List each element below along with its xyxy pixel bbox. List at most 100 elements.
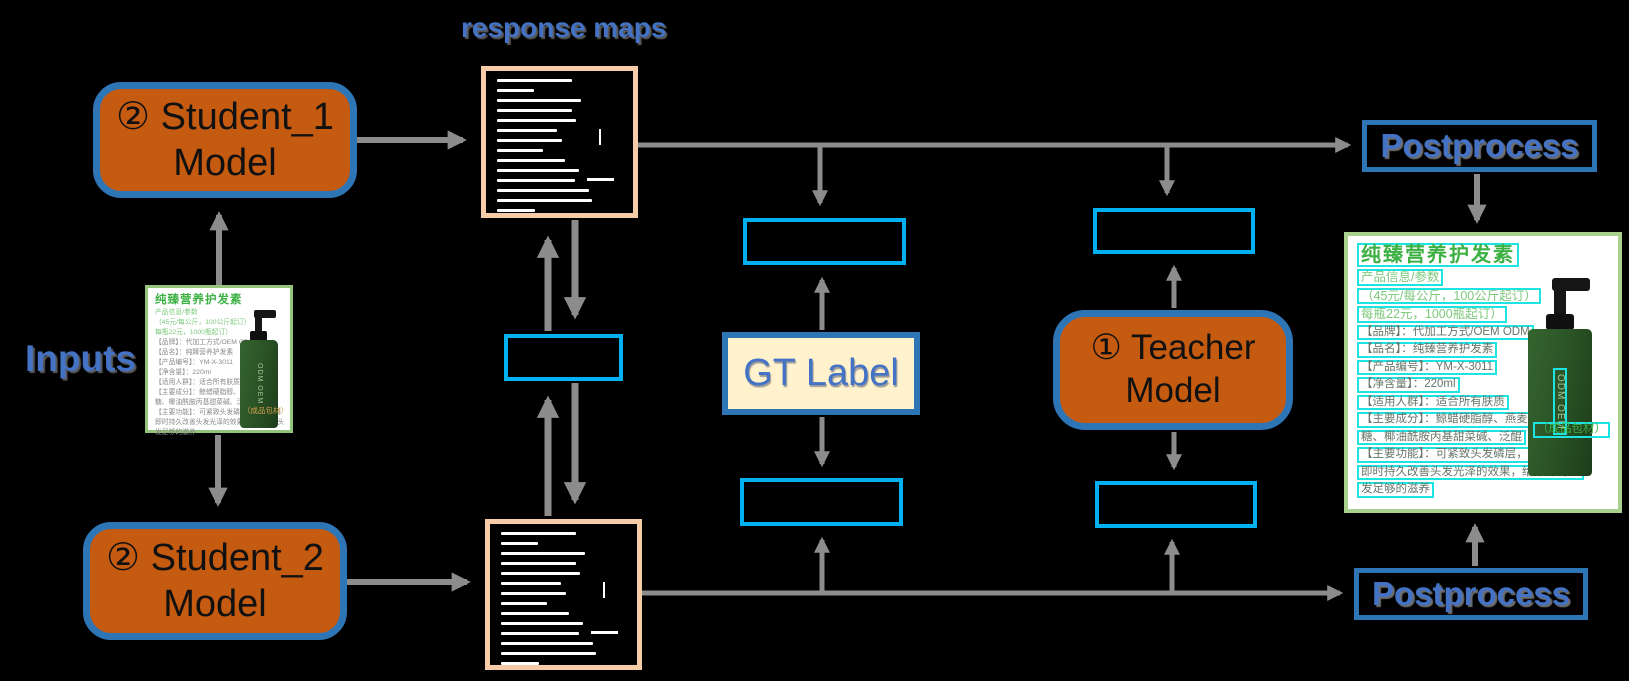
text-line: 【主要功能】：可紧致头发磷层，从而达到 — [155, 409, 281, 416]
response-line — [497, 139, 563, 142]
ocr-result-panel: 纯臻营养护发素 产品信息/参数（45元/每公斤，100公斤起订）每瓶22元，10… — [1344, 232, 1622, 513]
bottle-pump-stem — [255, 316, 262, 332]
text-line: 发足够的滋养 — [155, 429, 196, 436]
teacher-label-line2: Model — [1125, 371, 1221, 410]
response-line — [501, 652, 597, 655]
response-tick-mark — [599, 129, 602, 145]
text-line: 【产品编号】：YM-X-3011 — [1357, 359, 1498, 375]
response-line — [497, 129, 557, 132]
response-map-bottom-content — [501, 532, 637, 665]
bottle-body: ODM OEM — [240, 340, 278, 428]
response-line — [497, 79, 572, 82]
student2-label-line1: ② Student_2 — [106, 536, 324, 579]
student1-model-node: ② Student_1 Model — [93, 82, 357, 198]
text-line: 产品信息/参数 — [155, 309, 198, 316]
response-map-bottom — [485, 519, 642, 670]
text-line: 【品牌】：代加工方式/OEM ODM — [155, 339, 255, 346]
text-line: 【净含量】：220ml — [1357, 377, 1460, 393]
response-line — [497, 199, 593, 202]
teacher-label-line1: ① Teacher — [1090, 328, 1256, 368]
result-bottle-pump-stem — [1554, 288, 1566, 316]
result-bottle-body: ODM OEM — [1528, 329, 1592, 476]
response-line — [497, 179, 575, 182]
text-line: 糖、椰油酰胺丙基甜菜碱、泛醌 — [1357, 429, 1526, 445]
gt-bottom-loss-box — [740, 478, 903, 526]
response-line — [501, 532, 576, 535]
text-line: 每瓶22元，1000瓶起订） — [155, 329, 233, 336]
bottle-pump-nozzle — [254, 310, 276, 318]
response-line-segment — [587, 178, 614, 181]
gt-label-text: GT Label — [743, 352, 899, 394]
text-line: 【产品编号】：YM-X-3011 — [155, 359, 234, 366]
postprocess-top-label: Postprocess — [1380, 127, 1579, 164]
product-package-note: （成品包材） — [243, 406, 288, 415]
text-line: 产品信息/参数 — [1357, 269, 1444, 286]
response-line — [501, 582, 561, 585]
response-line-segment — [591, 631, 618, 634]
result-bottle-label-text: ODM OEM — [1553, 367, 1567, 436]
response-line — [497, 189, 590, 192]
response-line — [501, 572, 580, 575]
result-package-note: （成品包材） — [1533, 422, 1610, 440]
response-line — [501, 542, 538, 545]
response-line — [497, 99, 582, 102]
response-line — [501, 622, 583, 625]
response-line — [501, 632, 579, 635]
response-line — [501, 562, 576, 565]
response-line — [497, 149, 544, 152]
response-line — [501, 602, 548, 605]
response-maps-title: response maps — [461, 12, 667, 43]
response-line — [497, 119, 576, 122]
postprocess-top-node: Postprocess — [1362, 120, 1597, 172]
result-package-note-text: （成品包材） — [1533, 422, 1610, 438]
text-line: 每瓶22元，1000瓶起订） — [1357, 306, 1507, 323]
response-map-top — [481, 66, 638, 218]
teacher-bottom-loss-box — [1095, 481, 1257, 528]
text-line: 【适用人群】：适合所有肤质 — [155, 379, 240, 386]
response-line — [497, 159, 565, 162]
gt-top-loss-box — [743, 218, 906, 265]
bottle-pump-collar — [250, 331, 267, 341]
teacher-model-node: ① Teacher Model — [1053, 310, 1293, 430]
result-lines: 产品信息/参数（45元/每公斤，100公斤起订）每瓶22元，1000瓶起订）【品… — [1357, 269, 1612, 500]
text-line: 【主要成分】：鲸蜡硬脂醇、燕麦β-葡聚 — [155, 389, 274, 396]
text-line: 【品牌】：代加工方式/OEM ODM — [1357, 324, 1534, 340]
product-card-lines: 产品信息/参数 （45元/每公斤，100公斤起订） 每瓶22元，1000瓶起订） 【品… — [155, 308, 286, 438]
text-line: 即时持久改善头发光泽的效果，给干燥的头 — [155, 419, 285, 426]
response-line — [497, 169, 579, 172]
middle-loss-box — [504, 334, 623, 381]
student1-label-line2: Model — [173, 142, 277, 184]
text-line: 【适用人群】：适合所有肤质 — [1357, 394, 1509, 410]
student2-label-line2: Model — [163, 583, 267, 625]
response-line — [501, 642, 594, 645]
result-bottle-image: ODM OEM — [1528, 278, 1604, 476]
response-line — [501, 552, 586, 555]
response-line — [497, 109, 572, 112]
response-map-top-content — [497, 79, 633, 212]
postprocess-bottom-node: Postprocess — [1354, 568, 1588, 620]
text-line: （45元/每公斤，100公斤起订） — [1357, 287, 1541, 304]
text-line: 发足够的滋养 — [1357, 482, 1434, 498]
response-line — [497, 89, 534, 92]
student2-model-node: ② Student_2 Model — [83, 522, 347, 640]
product-bottle-image: ODM OEM — [240, 310, 284, 428]
response-line — [501, 612, 569, 615]
text-line: 【品名】：纯臻营养护发素 — [155, 349, 234, 356]
response-line — [501, 592, 567, 595]
text-line: 糖、椰油酰胺丙基甜菜碱、泛醌 — [155, 399, 251, 406]
teacher-top-loss-box — [1093, 208, 1255, 254]
text-line: 【品名】：纯臻营养护发素 — [1357, 342, 1498, 358]
bottle-label-text: ODM OEM — [256, 363, 263, 405]
text-line: 【净含量】：220ml — [155, 369, 211, 376]
product-card-title: 纯臻营养护发素 — [155, 294, 243, 306]
result-bottle-pump-collar — [1546, 314, 1574, 330]
text-line: （45元/每公斤，100公斤起订） — [155, 319, 251, 326]
inputs-title: Inputs — [25, 338, 136, 379]
result-bottle-pump-nozzle — [1552, 278, 1590, 291]
student1-label-line1: ② Student_1 — [116, 95, 334, 138]
response-line — [497, 209, 536, 212]
gt-label-node: GT Label — [722, 332, 920, 415]
input-product-card: 纯臻营养护发素 产品信息/参数 （45元/每公斤，100公斤起订） 每瓶22元，10… — [145, 285, 293, 436]
response-line — [501, 662, 540, 665]
